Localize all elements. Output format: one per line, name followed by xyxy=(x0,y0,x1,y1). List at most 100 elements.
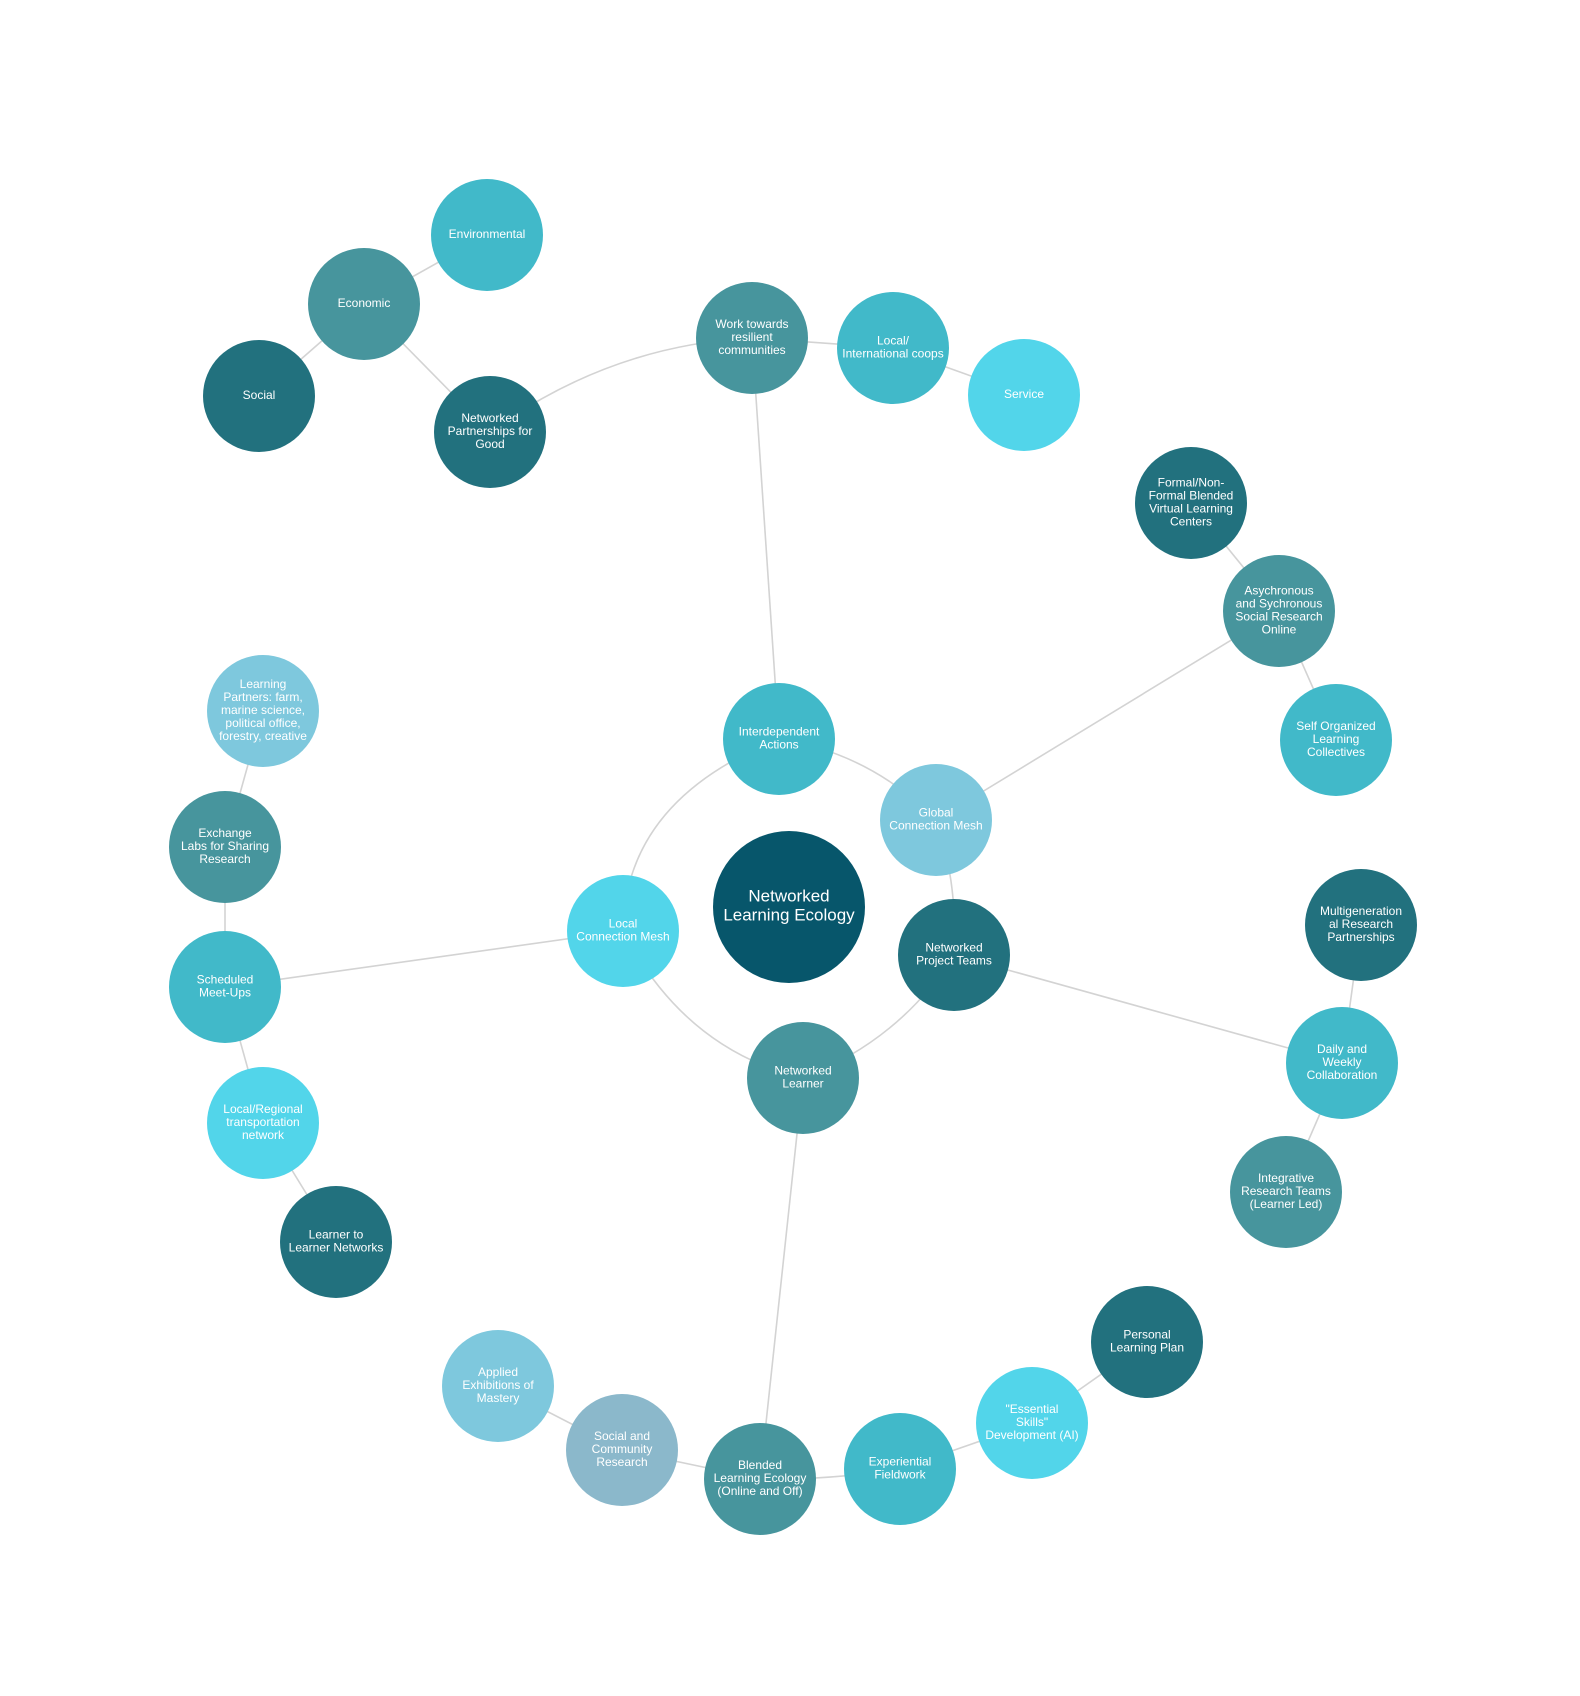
node-label-line: Learner Networks xyxy=(289,1241,384,1255)
node-label-line: Formal Blended xyxy=(1149,489,1234,503)
node-circle-daily[interactable] xyxy=(1286,1007,1398,1119)
node-label-line: Partners: farm, xyxy=(223,690,302,704)
node-circle-socialcomm[interactable] xyxy=(566,1394,678,1506)
node-label-line: Work towards xyxy=(715,317,788,331)
node-label-line: Learning Ecology xyxy=(714,1471,807,1485)
node-label-social: Social xyxy=(243,388,276,402)
node-label-line: Mastery xyxy=(477,1391,520,1405)
node-circle-environmental[interactable] xyxy=(431,179,543,291)
node-circle-plan[interactable] xyxy=(1091,1286,1203,1398)
node-circle-partners[interactable] xyxy=(207,655,319,767)
node-circle-transport[interactable] xyxy=(207,1067,319,1179)
node-circle-exchange[interactable] xyxy=(169,791,281,903)
node-circle-essential[interactable] xyxy=(976,1367,1088,1479)
node-circle-economic[interactable] xyxy=(308,248,420,360)
node-label-line: "Essential xyxy=(1006,1402,1059,1416)
node-label-line: Development (AI) xyxy=(985,1428,1078,1442)
node-label-line: Social xyxy=(243,388,276,402)
node-label-line: Social Research xyxy=(1235,610,1322,624)
node-circle-l2l[interactable] xyxy=(280,1186,392,1298)
node-label-line: transportation xyxy=(226,1115,299,1129)
node-circle-local[interactable] xyxy=(567,875,679,987)
node-label-line: Social and xyxy=(594,1429,650,1443)
node-label-line: Skills" xyxy=(1016,1415,1048,1429)
node-label-line: (Learner Led) xyxy=(1250,1197,1323,1211)
node-label-line: Good xyxy=(475,437,504,451)
node-label-line: Weekly xyxy=(1322,1055,1361,1069)
node-circle-service[interactable] xyxy=(968,339,1080,451)
node-label-line: Project Teams xyxy=(916,954,992,968)
node-circle-partnerships[interactable] xyxy=(434,376,546,488)
node-label-line: Research xyxy=(596,1455,647,1469)
link-learner-blended xyxy=(759,1077,804,1480)
node-circle-multigen[interactable] xyxy=(1305,869,1417,981)
node-label-line: Exhibitions of xyxy=(462,1378,534,1392)
node-circle-blended[interactable] xyxy=(704,1423,816,1535)
node-circle-global[interactable] xyxy=(880,764,992,876)
node-label-line: Daily and xyxy=(1317,1042,1367,1056)
node-label-line: Exchange xyxy=(198,826,252,840)
node-circle-applied[interactable] xyxy=(442,1330,554,1442)
node-circle-formal[interactable] xyxy=(1135,447,1247,559)
node-label-line: Formal/Non- xyxy=(1158,476,1225,490)
node-label-line: Local/ xyxy=(877,334,910,348)
node-environmental[interactable]: Environmental xyxy=(431,179,543,291)
node-economic[interactable]: Economic xyxy=(308,248,420,360)
node-circle-integrative[interactable] xyxy=(1230,1136,1342,1248)
node-circle-coops[interactable] xyxy=(837,292,949,404)
node-service[interactable]: Service xyxy=(968,339,1080,451)
node-label-line: and Sychronous xyxy=(1236,597,1323,611)
node-circle-selforg[interactable] xyxy=(1280,684,1392,796)
node-social[interactable]: Social xyxy=(203,340,315,452)
node-circle-center[interactable] xyxy=(713,831,865,983)
node-label-line: communities xyxy=(718,343,785,357)
node-label-environmental: Environmental xyxy=(449,227,526,241)
node-label-line: Global xyxy=(919,806,954,820)
node-label-line: Learning xyxy=(240,677,287,691)
node-label-line: Scheduled xyxy=(197,973,254,987)
node-circle-learner[interactable] xyxy=(747,1022,859,1134)
node-label-line: political office, xyxy=(225,716,300,730)
node-circle-projectteams[interactable] xyxy=(898,899,1010,1011)
node-coops[interactable]: Local/International coops xyxy=(837,292,949,404)
node-circle-social[interactable] xyxy=(203,340,315,452)
node-circle-meetups[interactable] xyxy=(169,931,281,1043)
node-circle-interdependent[interactable] xyxy=(723,683,835,795)
link-projectteams-daily xyxy=(953,954,1343,1064)
node-circle-fieldwork[interactable] xyxy=(844,1413,956,1525)
node-label-line: Learner to xyxy=(309,1228,364,1242)
node-circle-resilient[interactable] xyxy=(696,282,808,394)
node-label-line: Research Teams xyxy=(1241,1184,1331,1198)
node-circle-async[interactable] xyxy=(1223,555,1335,667)
